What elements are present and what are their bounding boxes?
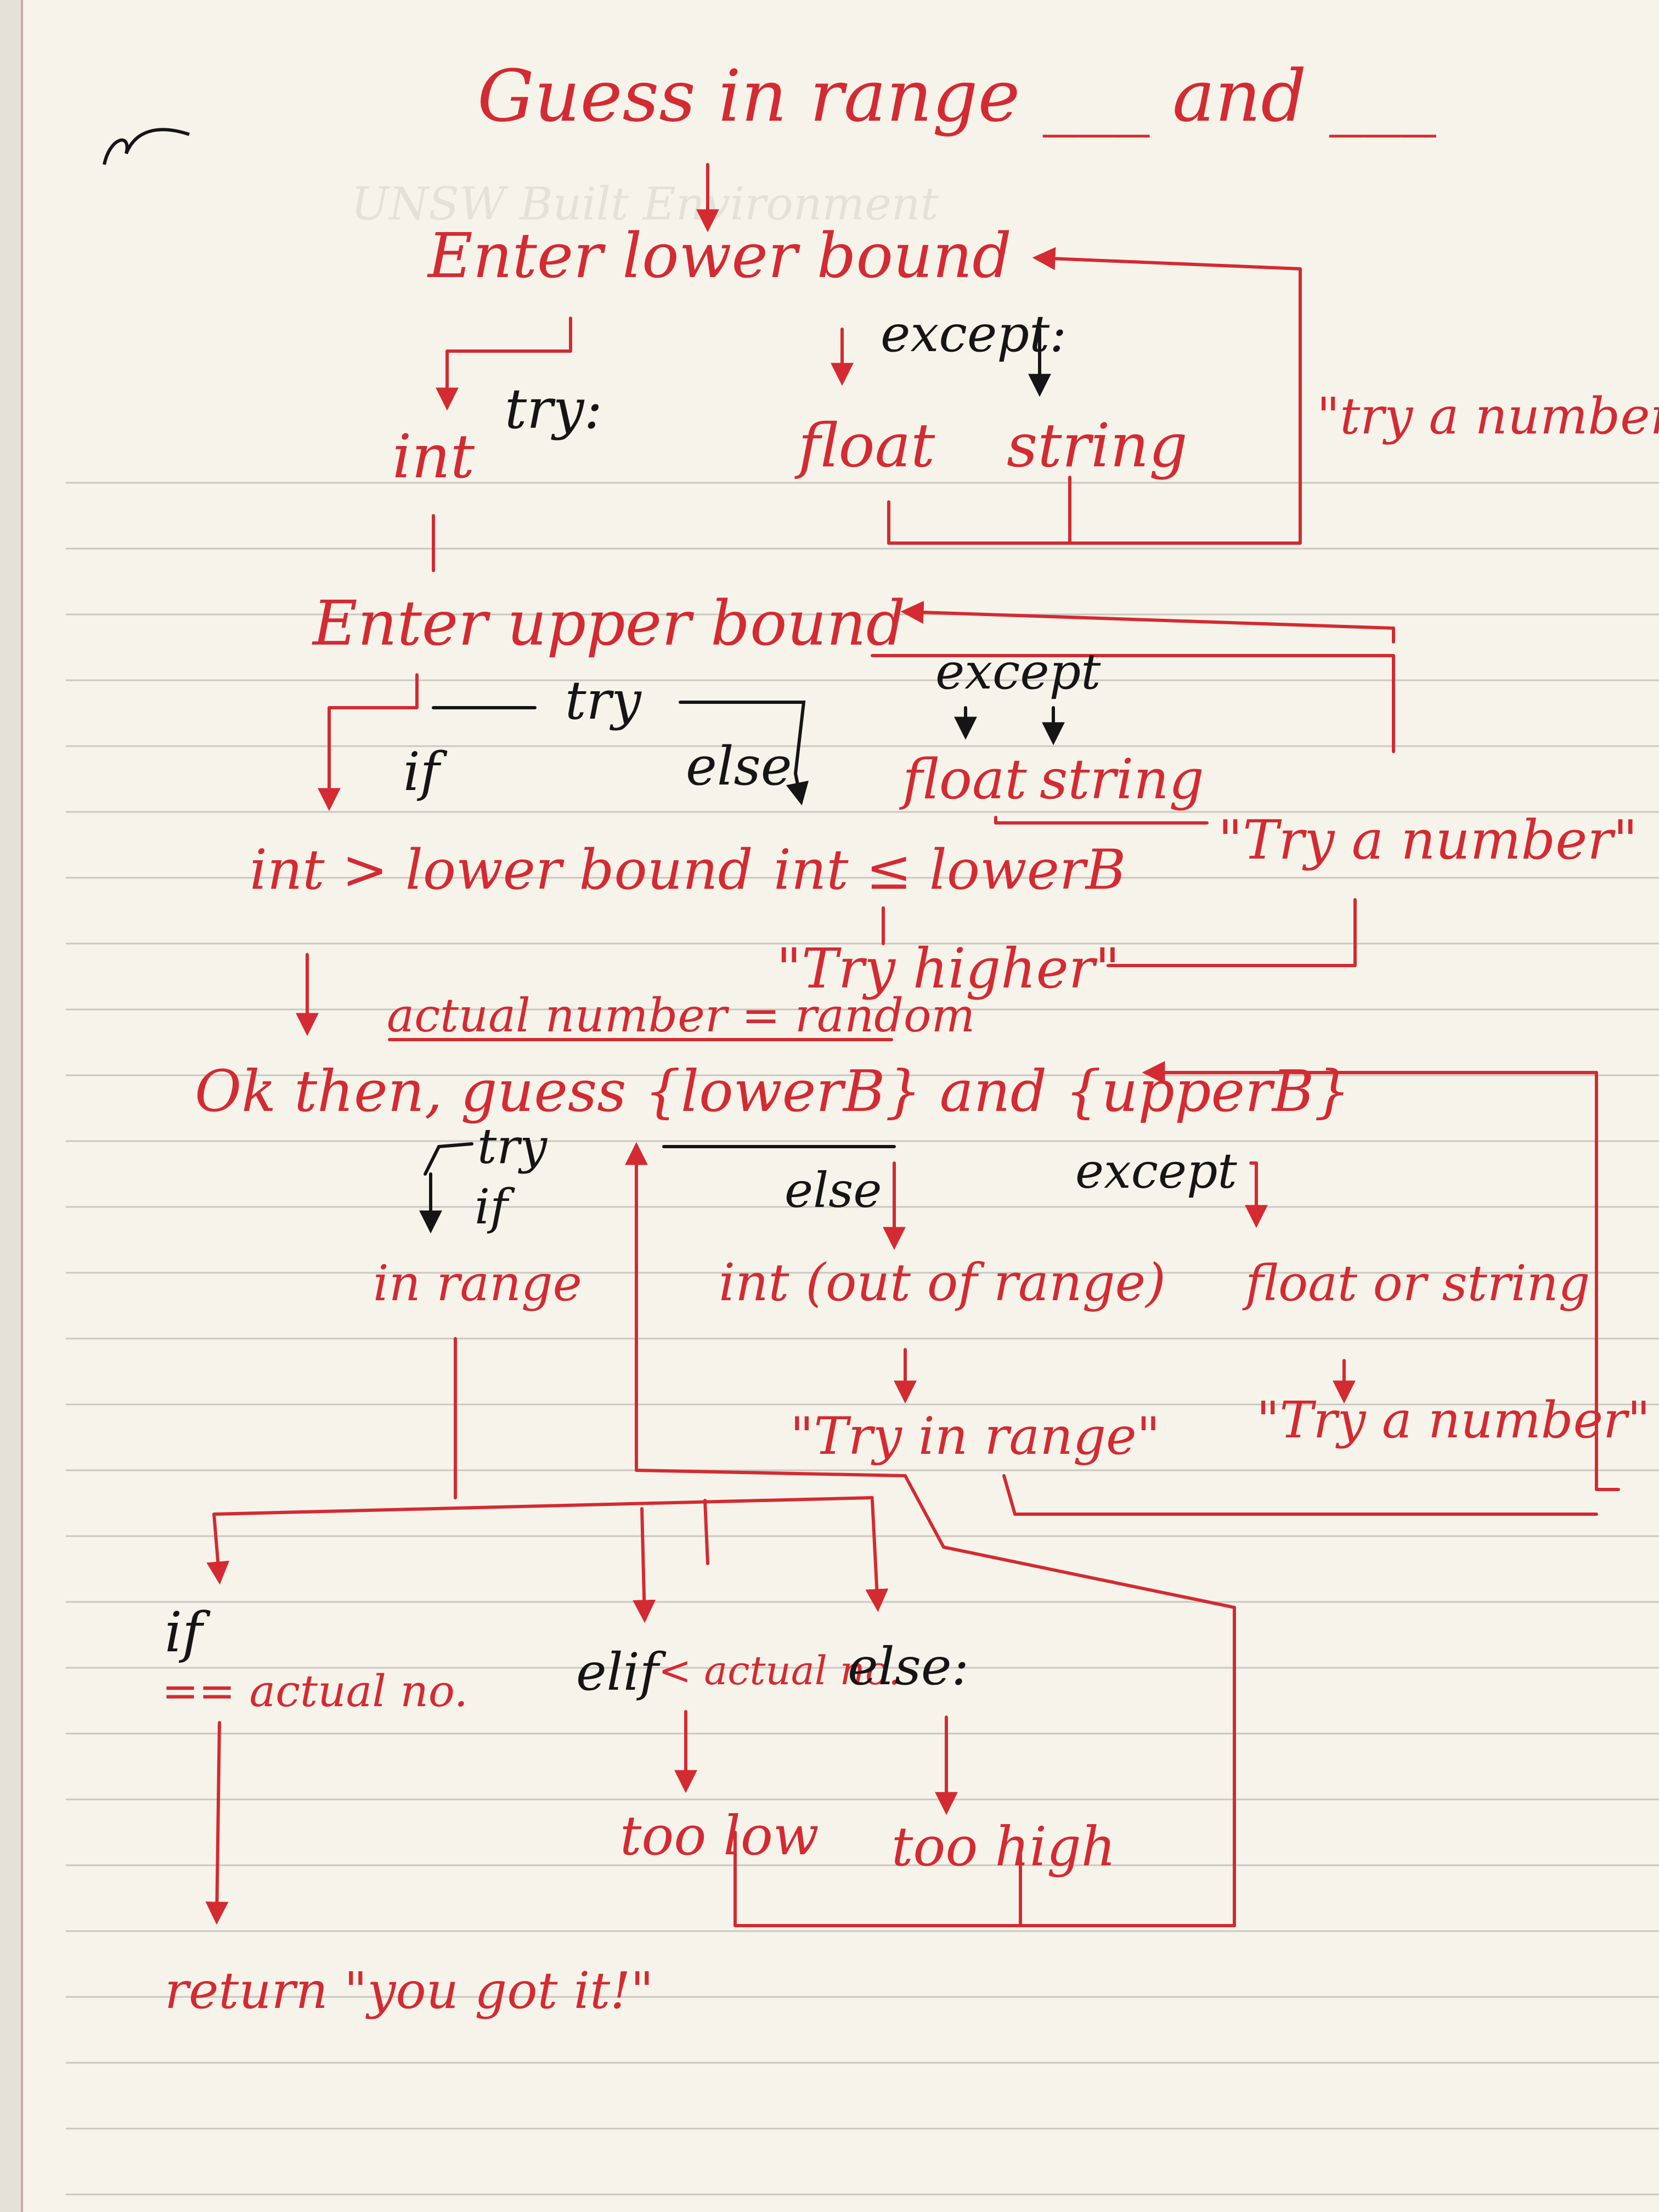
- too-low-node: too low: [620, 1805, 819, 1867]
- corner-squiggle: [103, 128, 190, 165]
- elif-keyword-4: elif: [576, 1643, 667, 1702]
- out-of-range-node: int (out of range): [719, 1253, 1166, 1313]
- try-higher-node: "Try higher": [776, 936, 1120, 1001]
- except-keyword-1: except:: [881, 304, 1066, 363]
- title-node: Guess in range ___ and ___: [477, 54, 1436, 138]
- return-got-it-node: return "you got it!": [165, 1961, 653, 2020]
- eq-actual-node: == actual no.: [162, 1666, 468, 1717]
- upper-gt-lower-node: int > lower bound: [250, 838, 753, 902]
- float-or-string-node: float or string: [1242, 1255, 1590, 1312]
- lower-int-node: int: [392, 421, 475, 492]
- too-high-node: too high: [891, 1816, 1116, 1878]
- lt-actual-node: < actual no.: [658, 1647, 901, 1694]
- try-in-range-node: "Try in range": [790, 1407, 1160, 1466]
- code-keywords: try: except: try if else except try if e…: [165, 304, 1237, 1702]
- flow-nodes: Guess in range ___ and ___ Enter lower b…: [162, 54, 1659, 2020]
- actual-random-node: actual number = random: [387, 989, 975, 1042]
- else-keyword-2: else: [686, 736, 792, 797]
- upper-string-node: string: [1040, 747, 1204, 811]
- guess-try-number-node: "Try a number": [1256, 1391, 1650, 1449]
- upper-le-lower-node: int ≤ lowerB: [774, 838, 1126, 902]
- except-keyword-2: except: [935, 643, 1101, 701]
- except-keyword-3: except: [1075, 1143, 1237, 1199]
- connectors: [205, 163, 1620, 1927]
- lower-string-node: string: [1007, 410, 1188, 481]
- else-keyword-3: else: [785, 1162, 882, 1218]
- letterhead-watermark: UNSW Built Environment: [351, 178, 939, 230]
- enter-lower-node: Enter lower bound: [427, 221, 1012, 292]
- try-keyword-1: try:: [505, 377, 602, 441]
- else-keyword-4: else:: [848, 1637, 969, 1697]
- enter-upper-node: Enter upper bound: [312, 588, 905, 659]
- in-range-node: in range: [373, 1255, 582, 1312]
- upper-float-node: float: [899, 747, 1028, 811]
- ruled-lines: [66, 482, 1659, 2196]
- upper-try-number-node: "Try a number": [1218, 809, 1638, 872]
- lower-try-number-node: "try a number": [1317, 387, 1659, 445]
- try-keyword-3: try: [477, 1118, 548, 1175]
- black-connectors: [419, 328, 1065, 1234]
- guess-prompt-node: Ok then, guess {lowerB} and {upperB}: [195, 1058, 1350, 1125]
- try-keyword-2: try: [565, 670, 642, 731]
- lower-float-node: float: [794, 410, 935, 481]
